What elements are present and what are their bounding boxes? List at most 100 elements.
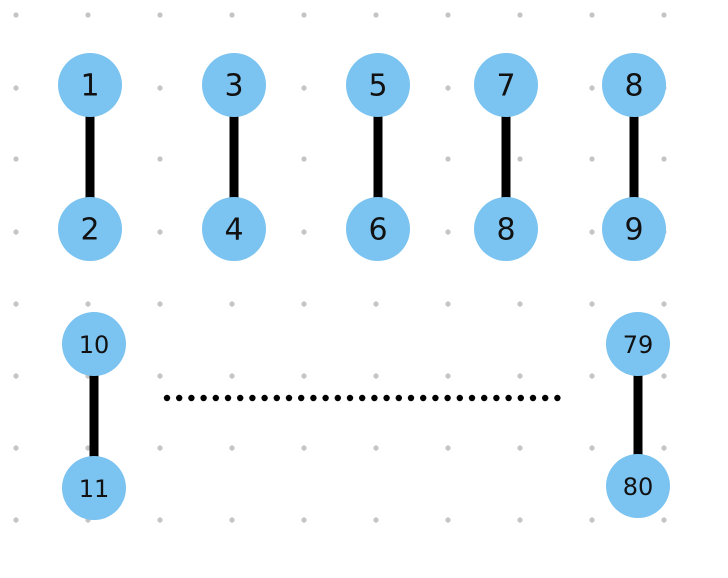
grid-dot: [445, 445, 451, 451]
grid-dot: [589, 445, 595, 451]
grid-dot: [661, 373, 667, 379]
ellipsis-dot: [346, 394, 354, 402]
grid-dot: [13, 229, 19, 235]
node-8: 8: [474, 197, 538, 261]
ellipsis-dot: [261, 394, 268, 402]
node-circle: [62, 456, 126, 520]
grid-dot: [373, 445, 379, 451]
node-circle: [474, 197, 538, 261]
grid-dot: [517, 12, 523, 18]
grid-dot: [85, 301, 91, 307]
node-5: 5: [346, 53, 410, 117]
node-1: 1: [58, 53, 122, 117]
ellipsis-dot: [420, 394, 427, 402]
node-circle: [62, 312, 126, 376]
grid-dot: [301, 445, 307, 451]
node-circle: [58, 197, 122, 261]
ellipsis-dot: [212, 394, 219, 402]
grid-dot: [301, 85, 307, 91]
ellipsis-dot: [176, 394, 183, 402]
grid-dot: [157, 517, 163, 523]
grid-dot: [517, 517, 523, 523]
grid-dot: [589, 12, 595, 18]
grid-dot: [589, 229, 595, 235]
grid-dot: [517, 445, 523, 451]
grid-dot: [157, 301, 163, 307]
node-9: 9: [602, 197, 666, 261]
edges: [85, 85, 643, 488]
grid-dot: [301, 373, 307, 379]
grid-dot: [517, 156, 523, 162]
grid-dot: [229, 12, 235, 18]
grid-dot: [445, 301, 451, 307]
grid-dot: [13, 517, 19, 523]
node-10: 10: [62, 312, 126, 376]
grid-dot: [229, 445, 235, 451]
grid-dot: [373, 373, 379, 379]
grid-dot: [589, 85, 595, 91]
node-3: 3: [202, 53, 266, 117]
grid-dot: [661, 445, 667, 451]
node-79: 79: [606, 312, 670, 376]
node-label: 5: [368, 69, 387, 104]
ellipsis-dot: [359, 394, 366, 402]
grid-dot: [661, 517, 667, 523]
ellipsis-dot: [273, 394, 280, 402]
node-2: 2: [58, 197, 122, 261]
ellipsis-dot: [395, 394, 402, 402]
grid-dot: [661, 301, 667, 307]
ellipsis-dot: [200, 394, 207, 402]
grid-dot: [373, 12, 379, 18]
ellipsis-dot: [383, 394, 390, 402]
ellipsis-dot: [481, 394, 488, 402]
grid-dot: [85, 12, 91, 18]
ellipsis-dot: [554, 394, 561, 402]
grid-dot: [589, 373, 595, 379]
grid-dot: [301, 12, 307, 18]
node-label: 8: [624, 69, 643, 104]
node-label: 6: [368, 213, 387, 248]
node-label: 7: [496, 69, 515, 104]
node-circle: [202, 197, 266, 261]
node-label: 8: [496, 213, 515, 248]
grid-dot: [373, 301, 379, 307]
ellipsis-dot: [432, 394, 439, 402]
grid-dot: [445, 373, 451, 379]
grid-dot: [661, 12, 667, 18]
ellipsis-dot: [529, 394, 537, 402]
grid-dot: [589, 517, 595, 523]
ellipsis-dot: [444, 394, 451, 402]
grid-dot: [373, 517, 379, 523]
ellipsis-dot: [517, 394, 524, 402]
grid-dot: [445, 229, 451, 235]
ellipsis-dot: [542, 394, 549, 402]
grid-dot: [445, 12, 451, 18]
node-circle: [606, 312, 670, 376]
ellipsis-dot: [322, 394, 329, 402]
ellipsis-dot: [456, 394, 463, 402]
grid-dot: [445, 517, 451, 523]
ellipsis-dot: [310, 394, 317, 402]
grid-dot: [13, 373, 19, 379]
grid-dot: [85, 445, 91, 451]
ellipsis-dot: [249, 394, 256, 402]
grid-dot: [157, 85, 163, 91]
grid-dot: [13, 156, 19, 162]
grid-dot: [445, 156, 451, 162]
node-80: 80: [606, 454, 670, 518]
node-label: 4: [224, 213, 243, 248]
ellipsis-dot: [237, 394, 244, 402]
ellipsis-dot: [334, 394, 341, 402]
grid-dot: [445, 85, 451, 91]
grid-dot: [13, 445, 19, 451]
grid-dot: [517, 301, 523, 307]
grid-dot: [157, 12, 163, 18]
node-6: 6: [346, 197, 410, 261]
ellipsis-dot: [163, 394, 171, 402]
node-label: 3: [224, 69, 243, 104]
node-4: 4: [202, 197, 266, 261]
ellipsis-dot: [407, 394, 415, 402]
node-circle: [58, 53, 122, 117]
